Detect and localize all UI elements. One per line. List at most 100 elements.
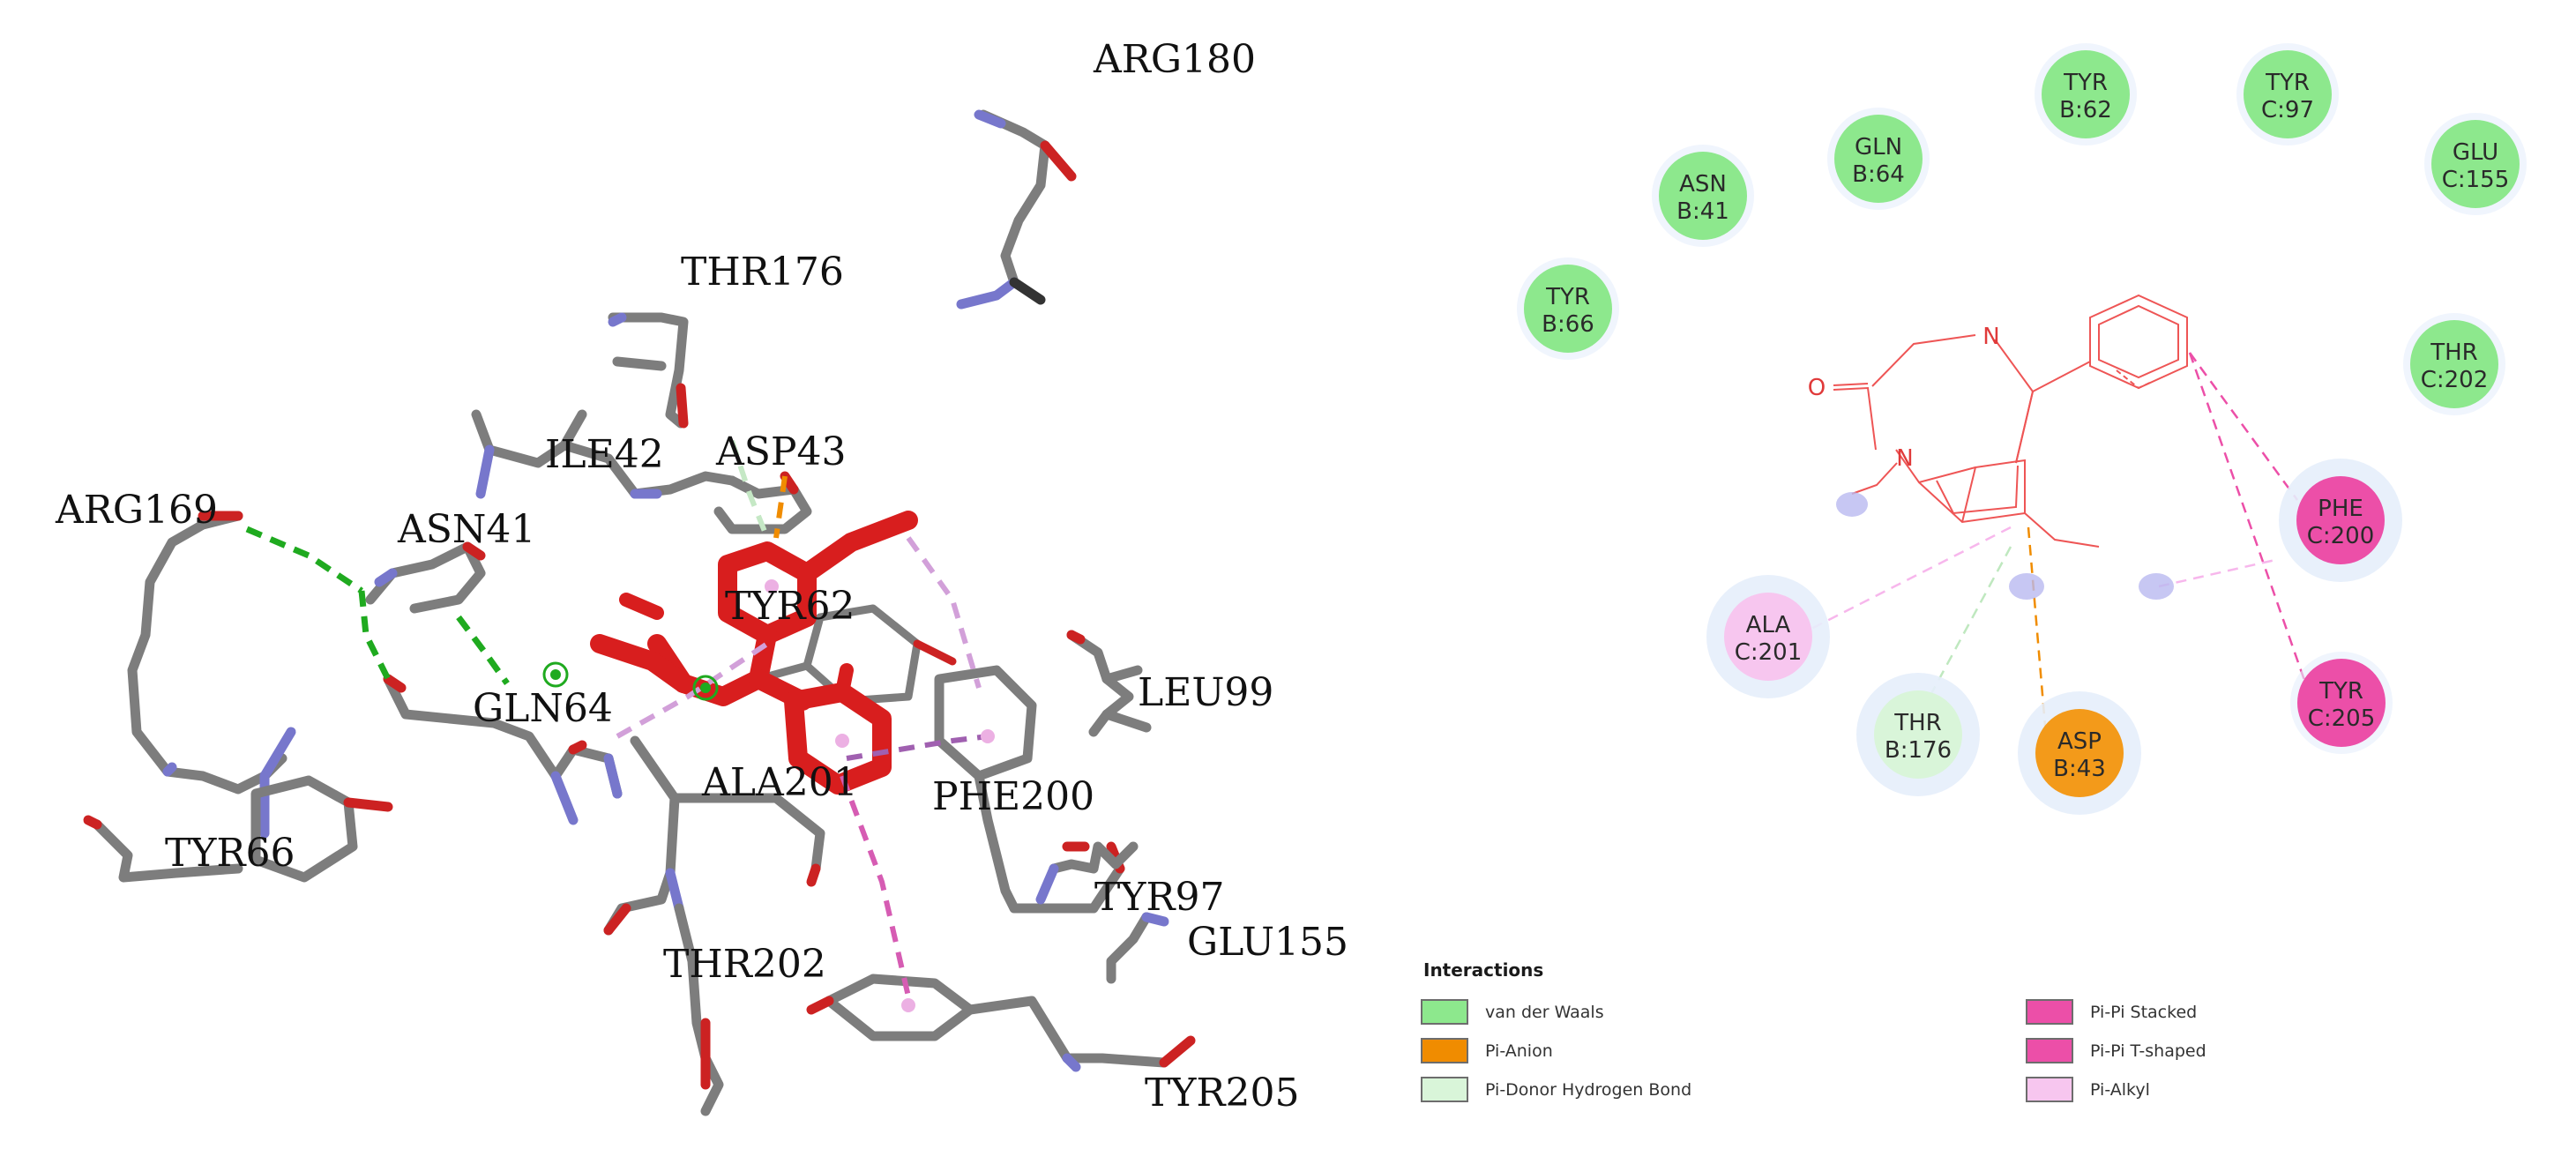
residue-label-glu155: GLU155: [1187, 920, 1348, 965]
residue-chain-id: C:202: [2421, 367, 2489, 393]
residue-circle: [2244, 50, 2332, 138]
residue-stick-gln64: [383, 674, 623, 825]
residue-label-ala201: ALA201: [701, 760, 858, 805]
residue-label-tyr205: TYR205: [1145, 1071, 1300, 1116]
legend-label: Pi-Pi Stacked: [2090, 1003, 2197, 1022]
residue-stick-leu99: [1066, 630, 1152, 737]
atom-oxygen: O: [1808, 375, 1826, 401]
legend-label: Pi-Donor Hydrogen Bond: [1485, 1080, 1691, 1100]
ligand-3d: [590, 511, 918, 795]
residue-label-gln64: GLN64: [473, 686, 613, 731]
residue-chain-id: C:201: [1735, 639, 1803, 666]
residue-chain-id: B:66: [1542, 311, 1594, 338]
interaction-lines-2d: [1807, 352, 2314, 737]
residue-name: GLU: [2453, 139, 2498, 166]
residue-label-ile42: ILE42: [545, 432, 664, 477]
residue-circle: [2431, 120, 2520, 208]
legend-item-pi-pi-tshaped: Pi-Pi T-shaped: [2026, 1038, 2206, 1063]
residue-label-thr176: THR176: [681, 250, 844, 295]
legend-swatch: [2026, 999, 2073, 1025]
residue-stick-arg169: [127, 511, 296, 839]
residue-chain-id: B:64: [1852, 161, 1905, 188]
atom-nitrogen-ring: N: [1896, 445, 1913, 472]
residue-label-tyr62: TYR62: [725, 584, 855, 629]
legend-item-pi-donor: Pi-Donor Hydrogen Bond: [1421, 1077, 1691, 1102]
residue-circle: [1724, 593, 1812, 681]
residue-label-arg180: ARG180: [1093, 37, 1256, 82]
residue-name: PHE: [2318, 496, 2363, 522]
residue-stick-arg180: [956, 109, 1077, 310]
residue-name: ASN: [1679, 171, 1727, 198]
legend-item-pi-anion: Pi-Anion: [1421, 1038, 1553, 1063]
residue-stick-thr176: [608, 312, 689, 429]
residue-label-tyr97: TYR97: [1094, 875, 1225, 920]
residue-circle: [2296, 476, 2385, 564]
residue-label-asn41: ASN41: [397, 507, 535, 552]
ligand-2d: [1833, 294, 2188, 548]
residue-circle: [2297, 659, 2386, 747]
legend-label: Pi-Anion: [1485, 1041, 1553, 1061]
residue-name: THR: [1893, 710, 1942, 736]
legend-item-vdw: van der Waals: [1421, 999, 1604, 1025]
residue-stick-glu155: [1106, 912, 1169, 984]
residue-circle: [2410, 320, 2498, 408]
legend-swatch: [2026, 1038, 2073, 1063]
legend-swatch: [1421, 1038, 1468, 1063]
legend-label: Pi-Pi T-shaped: [2090, 1041, 2206, 1061]
residue-name: TYR: [2265, 70, 2310, 96]
residue-circle: [1524, 265, 1612, 353]
residue-label-phe200: PHE200: [932, 774, 1094, 819]
pi-lines-3d: [616, 440, 989, 997]
interaction-diagram-2d: O N N TYRB:62TYRC:97GLNB:64GLUC:155ASNB:…: [1421, 43, 2527, 1102]
residue-name: ASP: [2057, 728, 2102, 755]
residue-chain-id: C:97: [2261, 97, 2314, 123]
residue-circle: [2035, 709, 2124, 797]
legend: Interactions van der Waals Pi-Anion Pi-D…: [1421, 959, 2206, 1102]
residue-label-tyr66: TYR66: [165, 831, 295, 876]
residue-chain-id: C:200: [2307, 523, 2375, 549]
residue-circle: [1659, 152, 1747, 240]
residue-labels-3d: ARG180 THR176 ILE42 ASP43 ARG169 ASN41 T…: [55, 37, 1348, 1116]
legend-item-pi-pi-stacked: Pi-Pi Stacked: [2026, 999, 2197, 1025]
residue-chain-id: C:155: [2442, 167, 2510, 193]
residue-stick-tyr97: [1035, 841, 1139, 905]
legend-label: Pi-Alkyl: [2090, 1080, 2150, 1100]
residue-name: THR: [2430, 340, 2478, 366]
residue-stick-asn41: [365, 541, 486, 614]
residue-stick-thr202: [603, 903, 724, 1116]
residue-chain-id: B:43: [2053, 756, 2106, 782]
residue-circle: [1834, 115, 1923, 203]
solvent-blobs: [1836, 492, 2174, 600]
residue-stick-ile42: [471, 409, 737, 499]
residue-label-thr202: THR202: [663, 942, 826, 987]
residue-chain-id: B:176: [1885, 737, 1952, 764]
legend-swatch: [1421, 999, 1468, 1025]
residue-label-asp43: ASP43: [715, 429, 847, 474]
ligand-atom-labels: O N N: [1808, 324, 2000, 472]
residue-chain-id: B:41: [1676, 198, 1729, 225]
residue-stick-tyr66: [83, 775, 393, 883]
residue-circle: [1874, 690, 1962, 779]
legend-title: Interactions: [1423, 959, 1543, 981]
residue-name: ALA: [1746, 612, 1791, 638]
legend-label: van der Waals: [1485, 1003, 1604, 1022]
residue-circle: [2042, 50, 2130, 138]
hbond-lines-3d: [245, 526, 510, 686]
residue-name: TYR: [2063, 70, 2108, 96]
residue-stick-tyr205: [806, 974, 1196, 1072]
residue-name: TYR: [2318, 678, 2363, 705]
legend-item-pi-alkyl: Pi-Alkyl: [2026, 1077, 2150, 1102]
